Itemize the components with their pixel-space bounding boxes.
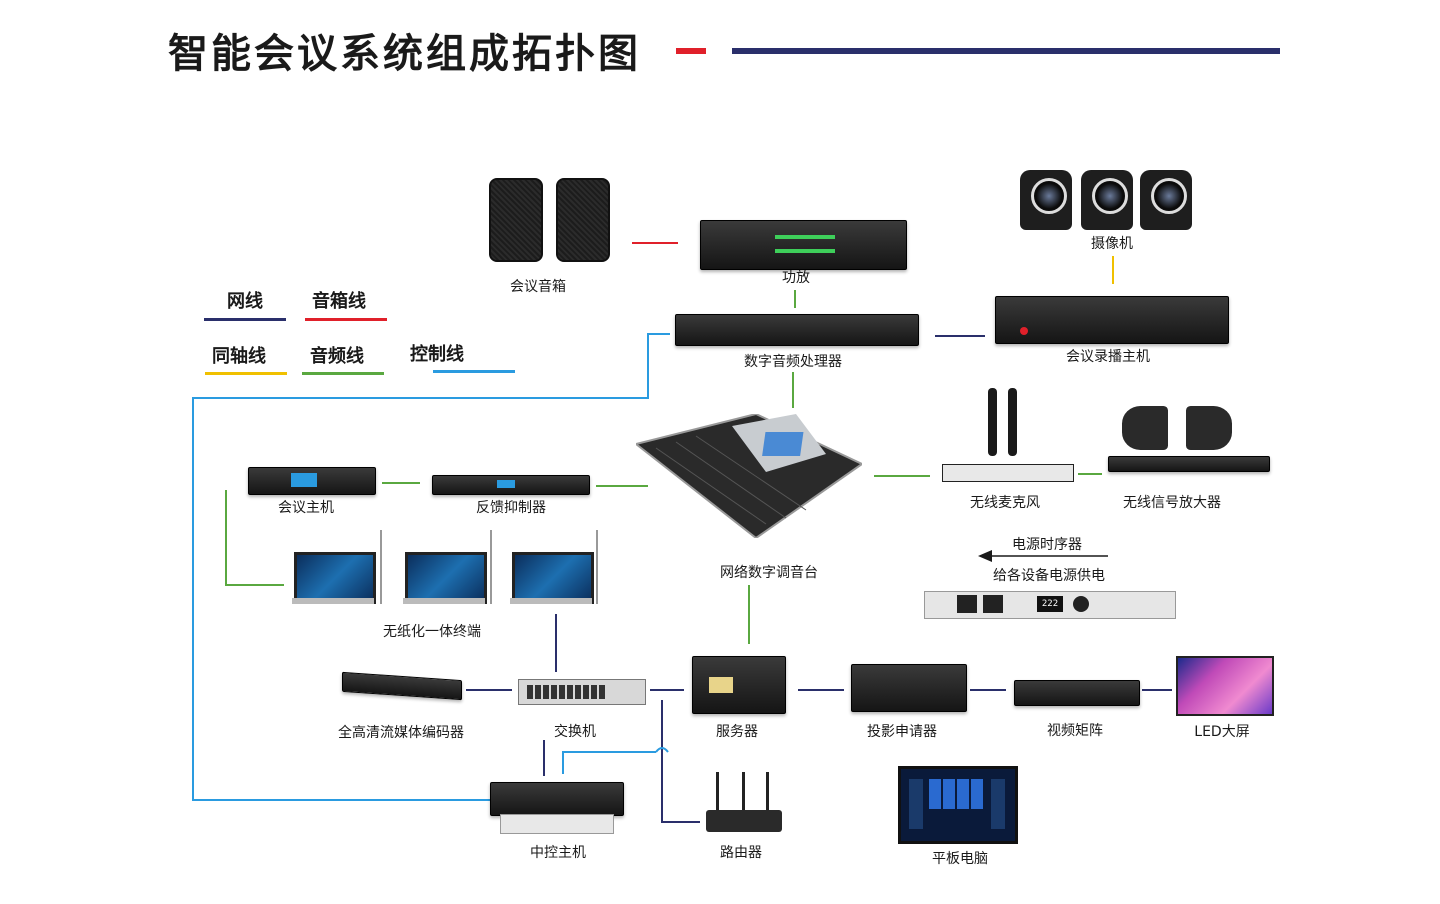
speaker-right (556, 178, 610, 262)
legend-coax-bar (205, 372, 287, 375)
terminal-1 (292, 552, 376, 604)
wire-control-loop (192, 333, 670, 801)
title-accent-blue (732, 48, 1280, 54)
feedback-device (432, 475, 590, 495)
label-dsp: 数字音频处理器 (744, 354, 842, 370)
label-power-note: 给各设备电源供电 (993, 568, 1105, 584)
label-tablet: 平板电脑 (932, 851, 988, 867)
legend-speaker: 音箱线 (312, 291, 366, 312)
wire-controller-matrix (562, 751, 656, 774)
label-power-seq: 电源时序器 (1012, 537, 1082, 553)
camera-2 (1081, 170, 1133, 230)
page-title: 智能会议系统组成拓扑图 (168, 31, 641, 77)
power-sequencer-device: 222 (924, 591, 1176, 619)
wireless-mic-device (942, 388, 1074, 482)
label-controller: 中控主机 (530, 845, 586, 861)
label-cameras: 摄像机 (1091, 236, 1133, 252)
wire-switch-router (661, 700, 700, 823)
label-mixer: 网络数字调音台 (720, 565, 818, 581)
wire-host-terminals (225, 490, 284, 586)
led-screen-device (1178, 658, 1272, 714)
tablet-device (898, 766, 1018, 844)
power-display: 222 (1037, 596, 1063, 612)
label-conference-host: 会议主机 (278, 500, 334, 516)
router-device (706, 772, 782, 834)
label-switch: 交换机 (554, 724, 596, 740)
label-amplifier: 功放 (782, 270, 810, 286)
gooseneck-mic-2 (490, 530, 492, 604)
gooseneck-mic-3 (596, 530, 598, 604)
wireless-amp-device (1108, 404, 1270, 472)
mixer-device (633, 412, 864, 540)
controller-rear-panel (500, 814, 614, 834)
legend-network-bar (204, 318, 286, 321)
label-wireless-amp: 无线信号放大器 (1123, 495, 1221, 511)
label-speakers: 会议音箱 (510, 279, 566, 295)
label-recorder: 会议录播主机 (1066, 349, 1150, 365)
legend-audio-bar (302, 372, 384, 375)
legend-control-bar (433, 370, 515, 373)
label-wireless-mic: 无线麦克风 (970, 495, 1040, 511)
switch-device (518, 679, 646, 705)
matrix-device (1014, 680, 1140, 706)
legend-control: 控制线 (410, 344, 464, 365)
camera-3 (1140, 170, 1192, 230)
gooseneck-mic-1 (380, 530, 382, 604)
projector-device (851, 664, 967, 712)
title-accent-red (676, 48, 706, 54)
legend-network: 网线 (227, 291, 263, 312)
dsp-device (675, 314, 919, 346)
legend-speaker-bar (305, 318, 387, 321)
label-encoder: 全高清流媒体编码器 (338, 725, 464, 741)
label-led: LED大屏 (1194, 724, 1250, 740)
camera-1 (1020, 170, 1072, 230)
recorder-device (995, 296, 1229, 344)
label-projector: 投影申请器 (867, 724, 937, 740)
controller-device (490, 782, 624, 816)
terminal-2 (403, 552, 487, 604)
server-device (692, 656, 786, 714)
conference-host-device (248, 467, 376, 495)
legend-coax: 同轴线 (212, 346, 266, 367)
label-router: 路由器 (720, 845, 762, 861)
label-terminals: 无纸化一体终端 (383, 624, 481, 640)
label-server: 服务器 (716, 724, 758, 740)
legend-audio: 音频线 (310, 346, 364, 367)
amplifier-device (700, 220, 907, 270)
label-matrix: 视频矩阵 (1047, 723, 1103, 739)
label-feedback: 反馈抑制器 (476, 500, 546, 516)
terminal-3 (510, 552, 594, 604)
speaker-left (489, 178, 543, 262)
